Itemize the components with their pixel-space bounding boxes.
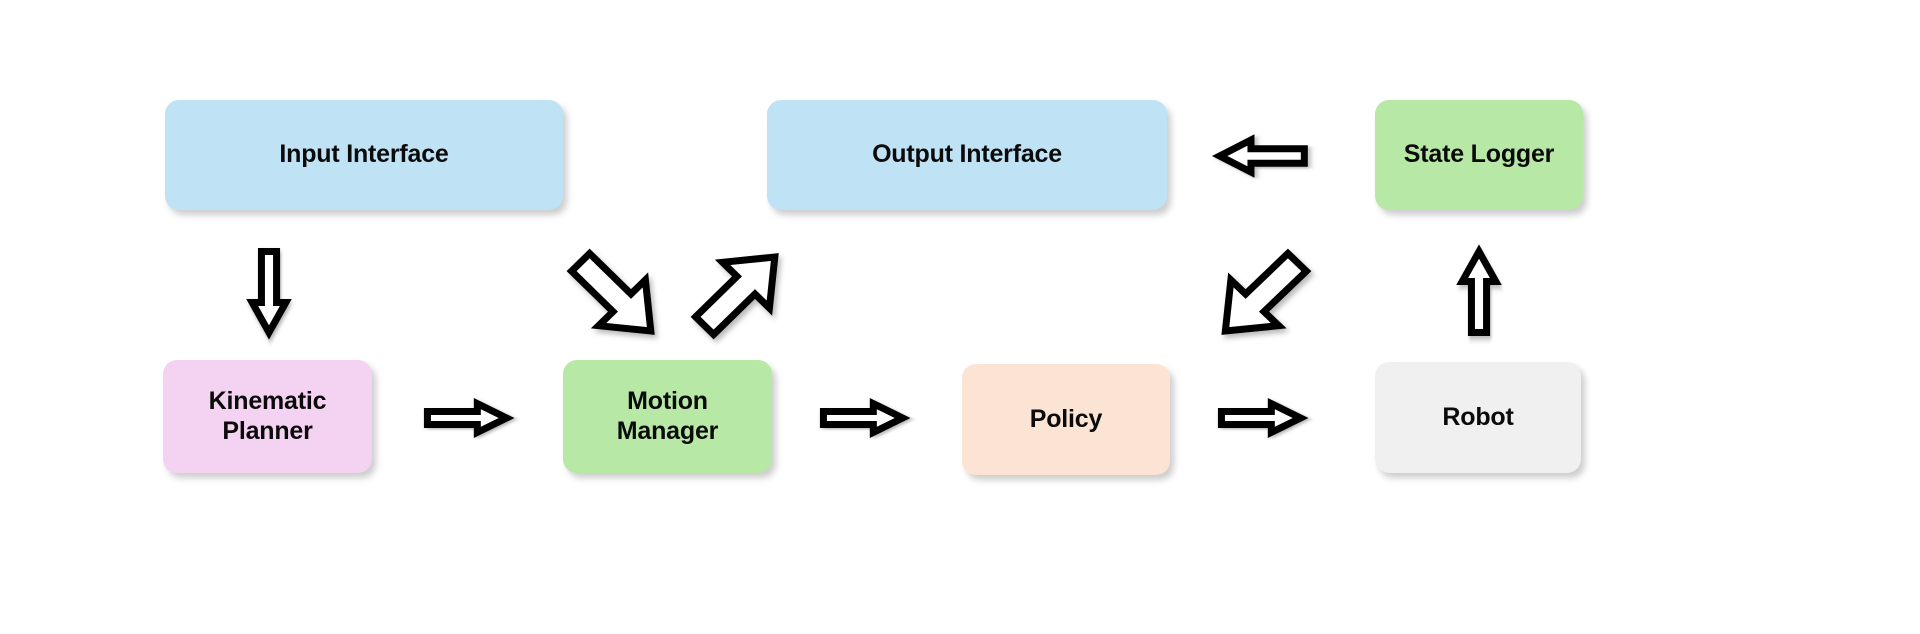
node-output-interface[interactable]: Output Interface: [767, 100, 1167, 210]
arrow-input-to-kinematic: [248, 248, 290, 336]
arrow-input-to-motion: [568, 250, 658, 338]
node-label-motion-manager: Motion Manager: [616, 387, 719, 445]
arrow-motion-to-policy: [820, 400, 906, 436]
node-label-kinematic-planner: Kinematic Planner: [208, 387, 327, 445]
node-label-policy: Policy: [1029, 404, 1103, 433]
arrow-state-logger-to-output: [1216, 136, 1308, 176]
arrow-kinematic-to-motion: [424, 400, 510, 436]
arrow-policy-to-robot: [1218, 400, 1304, 436]
node-input-interface[interactable]: Input Interface: [165, 100, 563, 210]
arrow-robot-to-state-logger: [1458, 248, 1500, 336]
node-robot[interactable]: Robot: [1375, 362, 1581, 473]
arrow-robot-to-policy: [1218, 250, 1310, 338]
node-label-state-logger: State Logger: [1403, 140, 1555, 169]
node-state-logger[interactable]: State Logger: [1375, 100, 1583, 210]
arrow-motion-to-output: [692, 250, 782, 338]
node-kinematic-planner[interactable]: Kinematic Planner: [163, 360, 372, 473]
node-label-robot: Robot: [1442, 402, 1514, 431]
node-label-output-interface: Output Interface: [872, 140, 1062, 169]
node-policy[interactable]: Policy: [962, 364, 1170, 475]
node-label-input-interface: Input Interface: [279, 140, 449, 169]
node-motion-manager[interactable]: Motion Manager: [563, 360, 772, 473]
